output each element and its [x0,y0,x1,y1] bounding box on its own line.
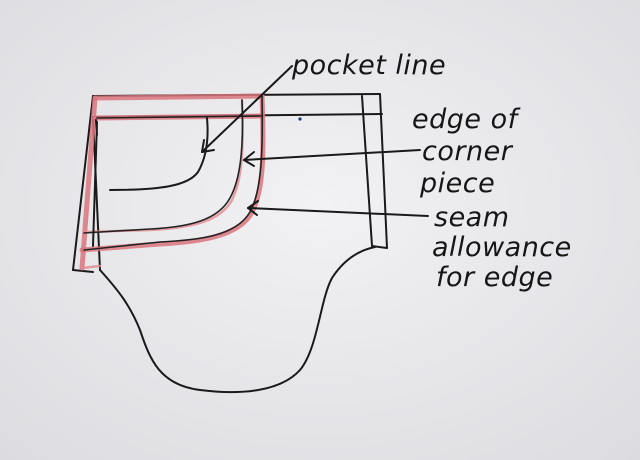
edge-of-corner-piece-label-line-3: piece [419,168,495,199]
edge-of-corner-piece-label-line-2: corner [422,136,514,167]
pocket-line [109,117,209,191]
seam-allowance-label-line-2: allowance [432,232,572,263]
edge-of-corner-piece-arrow [243,149,421,161]
pocket-line-arrow [201,65,293,153]
pocket-line-label: pocket line [291,50,446,81]
edge-of-corner-piece-label-line-1: edge of [412,104,521,135]
seam-allowance-arrow [247,207,429,217]
corner-piece-lines [83,95,264,251]
callout-arrows [201,65,429,217]
labels: pocket line edge of corner piece seam al… [291,50,572,293]
seam-allowance-label-line-1: seam [434,202,510,233]
seam-allowance-label-line-3: for edge [436,262,553,293]
